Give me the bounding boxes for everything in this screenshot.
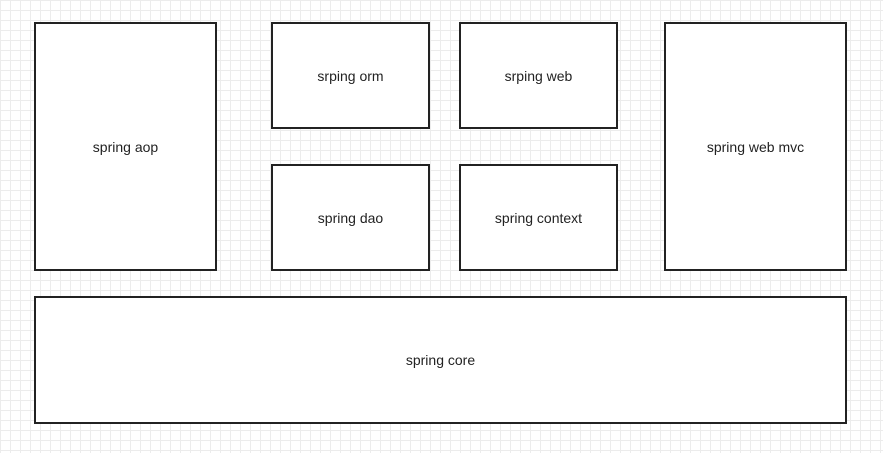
module-label: spring dao xyxy=(317,209,384,226)
module-label: spring web mvc xyxy=(706,138,805,155)
module-label: spring aop xyxy=(92,138,159,155)
module-label: srping web xyxy=(504,67,573,84)
module-label: spring context xyxy=(494,209,583,226)
module-box-spring-aop[interactable]: spring aop xyxy=(34,22,217,271)
module-box-spring-core[interactable]: spring core xyxy=(34,296,847,424)
module-box-spring-dao[interactable]: spring dao xyxy=(271,164,430,271)
module-box-spring-web[interactable]: srping web xyxy=(459,22,618,129)
module-box-spring-orm[interactable]: srping orm xyxy=(271,22,430,129)
module-label: srping orm xyxy=(317,67,384,84)
module-label: spring core xyxy=(405,352,476,368)
module-box-spring-web-mvc[interactable]: spring web mvc xyxy=(664,22,847,271)
module-box-spring-context[interactable]: spring context xyxy=(459,164,618,271)
